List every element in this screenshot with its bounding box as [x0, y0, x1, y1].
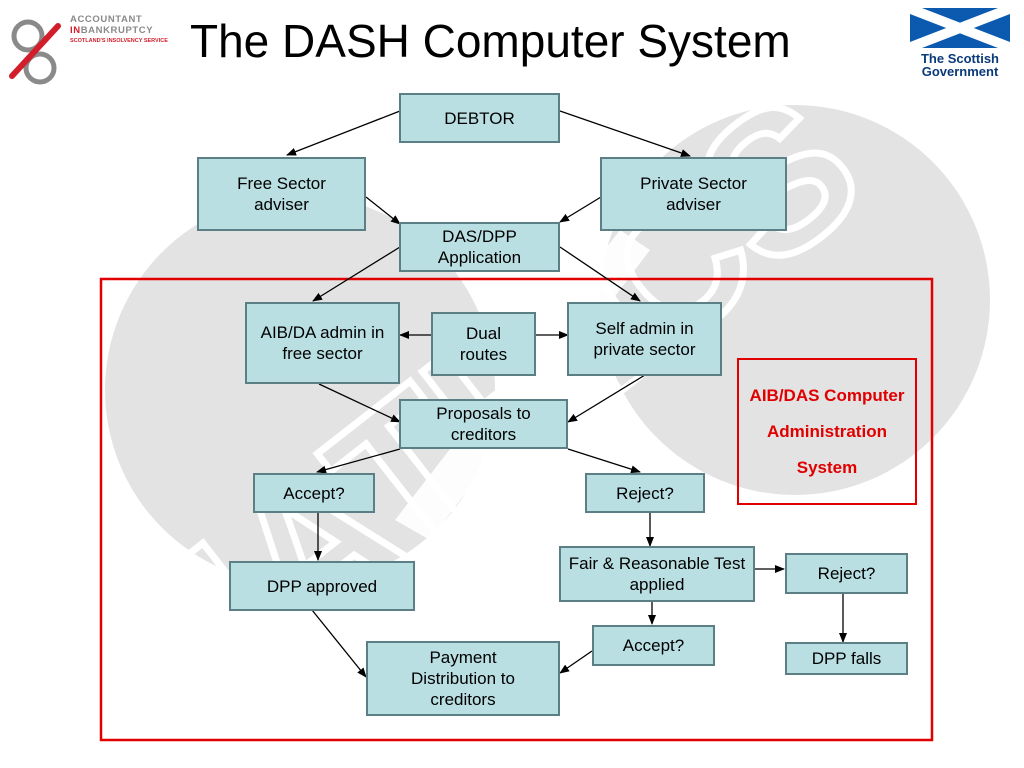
node-self-admin-label: Self admin in private sector	[593, 319, 696, 359]
page-title: The DASH Computer System	[190, 15, 791, 67]
node-proposals-to-creditors: Proposals to creditors	[399, 399, 568, 449]
connectors	[286, 110, 847, 678]
arrow-proposals-to-accept	[316, 448, 401, 474]
scot-line2: Government	[921, 64, 999, 79]
node-reject-2-label: Reject?	[817, 564, 876, 583]
aib-logo-line2-prefix: IN	[70, 25, 81, 36]
arrow-self-to-proposals	[567, 374, 646, 423]
node-dpp-falls: DPP falls	[785, 642, 908, 675]
node-aib-da-admin-label: AIB/DA admin in free sector	[260, 323, 385, 363]
aib-logo-line1: ACCOUNTANT	[70, 14, 143, 25]
arrow-debtor-to-private	[559, 110, 691, 157]
node-dual-routes-label: Dual routes	[459, 324, 508, 364]
arrow-das-to-self	[559, 246, 641, 302]
node-reject-2: Reject?	[785, 553, 908, 594]
node-dual-routes: Dual routes	[431, 312, 536, 376]
system-frame	[99, 277, 934, 742]
scottish-government-logo: The Scottish Government	[908, 8, 1012, 84]
aib-logo: ACCOUNTANT INBANKRUPTCY SCOTLAND'S INSOL…	[6, 12, 176, 88]
node-self-admin: Self admin in private sector	[567, 302, 722, 376]
arrow-das-to-aib	[312, 246, 401, 302]
aib-logo-line3: SCOTLAND'S INSOLVENCY SERVICE	[70, 38, 168, 44]
node-fair-test-label: Fair & Reasonable Test applied	[568, 554, 746, 594]
node-das-dpp-label: DAS/DPP Application	[437, 227, 522, 267]
node-reject-1-label: Reject?	[616, 483, 674, 503]
arrow-private-to-das	[559, 196, 602, 223]
scottish-government-wordmark: The Scottish Government	[908, 52, 1012, 78]
system-label: AIB/DAS Computer Administration System	[749, 385, 905, 477]
aib-logo-icon	[9, 19, 61, 85]
node-accept-2-label: Accept?	[622, 636, 685, 655]
aib-logo-line2: INBANKRUPTCY	[70, 25, 153, 36]
arrow-aib-to-proposals	[318, 383, 401, 423]
node-dpp-approved-label: DPP approved	[266, 576, 378, 596]
node-aib-da-admin: AIB/DA admin in free sector	[245, 302, 400, 384]
node-dpp-falls-label: DPP falls	[811, 649, 882, 668]
node-accept-2: Accept?	[592, 625, 715, 666]
node-payment-label: Payment Distribution to creditors	[411, 648, 515, 709]
saltire-flag-icon	[910, 8, 1010, 48]
node-free-sector-label: Free Sector adviser	[237, 174, 326, 214]
node-das-dpp-application: DAS/DPP Application	[399, 222, 560, 272]
node-private-sector-adviser: Private Sector adviser	[600, 157, 787, 231]
arrow-accept2-to-payment	[559, 650, 593, 674]
node-fair-reasonable-test: Fair & Reasonable Test applied	[559, 546, 755, 602]
node-private-sector-label: Private Sector adviser	[640, 174, 747, 214]
node-proposals-label: Proposals to creditors	[436, 404, 531, 444]
node-debtor: DEBTOR	[399, 93, 560, 143]
aib-logo-line2-rest: BANKRUPTCY	[80, 25, 154, 36]
arrow-free-to-das	[365, 196, 401, 225]
node-accept-1: Accept?	[253, 473, 375, 513]
arrow-debtor-to-free	[286, 110, 401, 156]
node-debtor-label: DEBTOR	[444, 108, 515, 128]
node-accept-1-label: Accept?	[283, 483, 345, 503]
system-label-box: AIB/DAS Computer Administration System	[737, 358, 917, 505]
arrow-proposals-to-reject	[567, 448, 641, 474]
scot-line1: The Scottish	[920, 51, 999, 66]
node-dpp-approved: DPP approved	[229, 561, 415, 611]
arrow-approved-to-payment	[311, 609, 367, 678]
node-reject-1: Reject?	[585, 473, 705, 513]
node-payment-distribution: Payment Distribution to creditors	[366, 641, 560, 716]
node-free-sector-adviser: Free Sector adviser	[197, 157, 366, 231]
